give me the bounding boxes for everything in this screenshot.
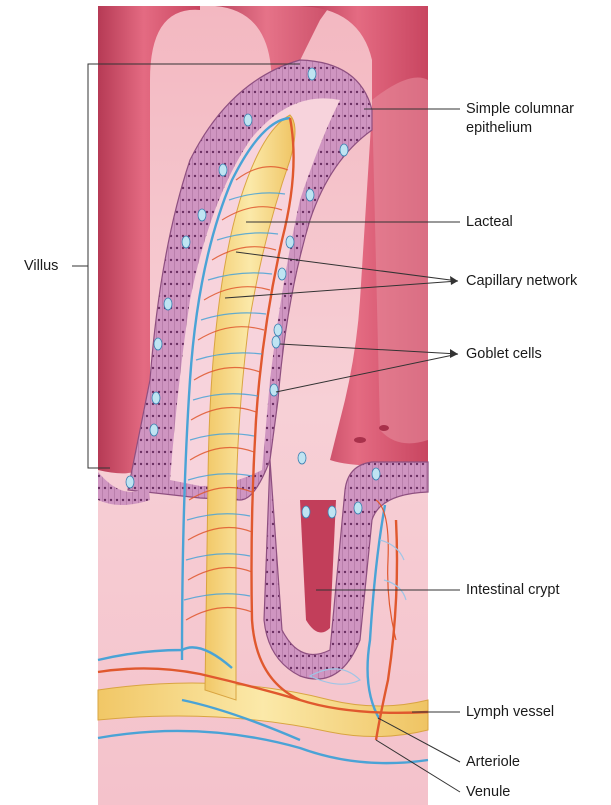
label-intestinal-crypt: Intestinal crypt <box>466 581 560 600</box>
label-goblet-cells: Goblet cells <box>466 345 542 364</box>
arrowheads <box>450 276 458 358</box>
label-lymph-vessel: Lymph vessel <box>466 703 554 722</box>
label-arteriole: Arteriole <box>466 753 520 772</box>
label-venule: Venule <box>466 783 510 802</box>
label-simple-columnar-epithelium: Simple columnar epithelium <box>466 100 574 138</box>
label-capillary-network: Capillary network <box>466 272 577 291</box>
label-villus: Villus <box>24 257 58 276</box>
label-lacteal: Lacteal <box>466 213 513 232</box>
